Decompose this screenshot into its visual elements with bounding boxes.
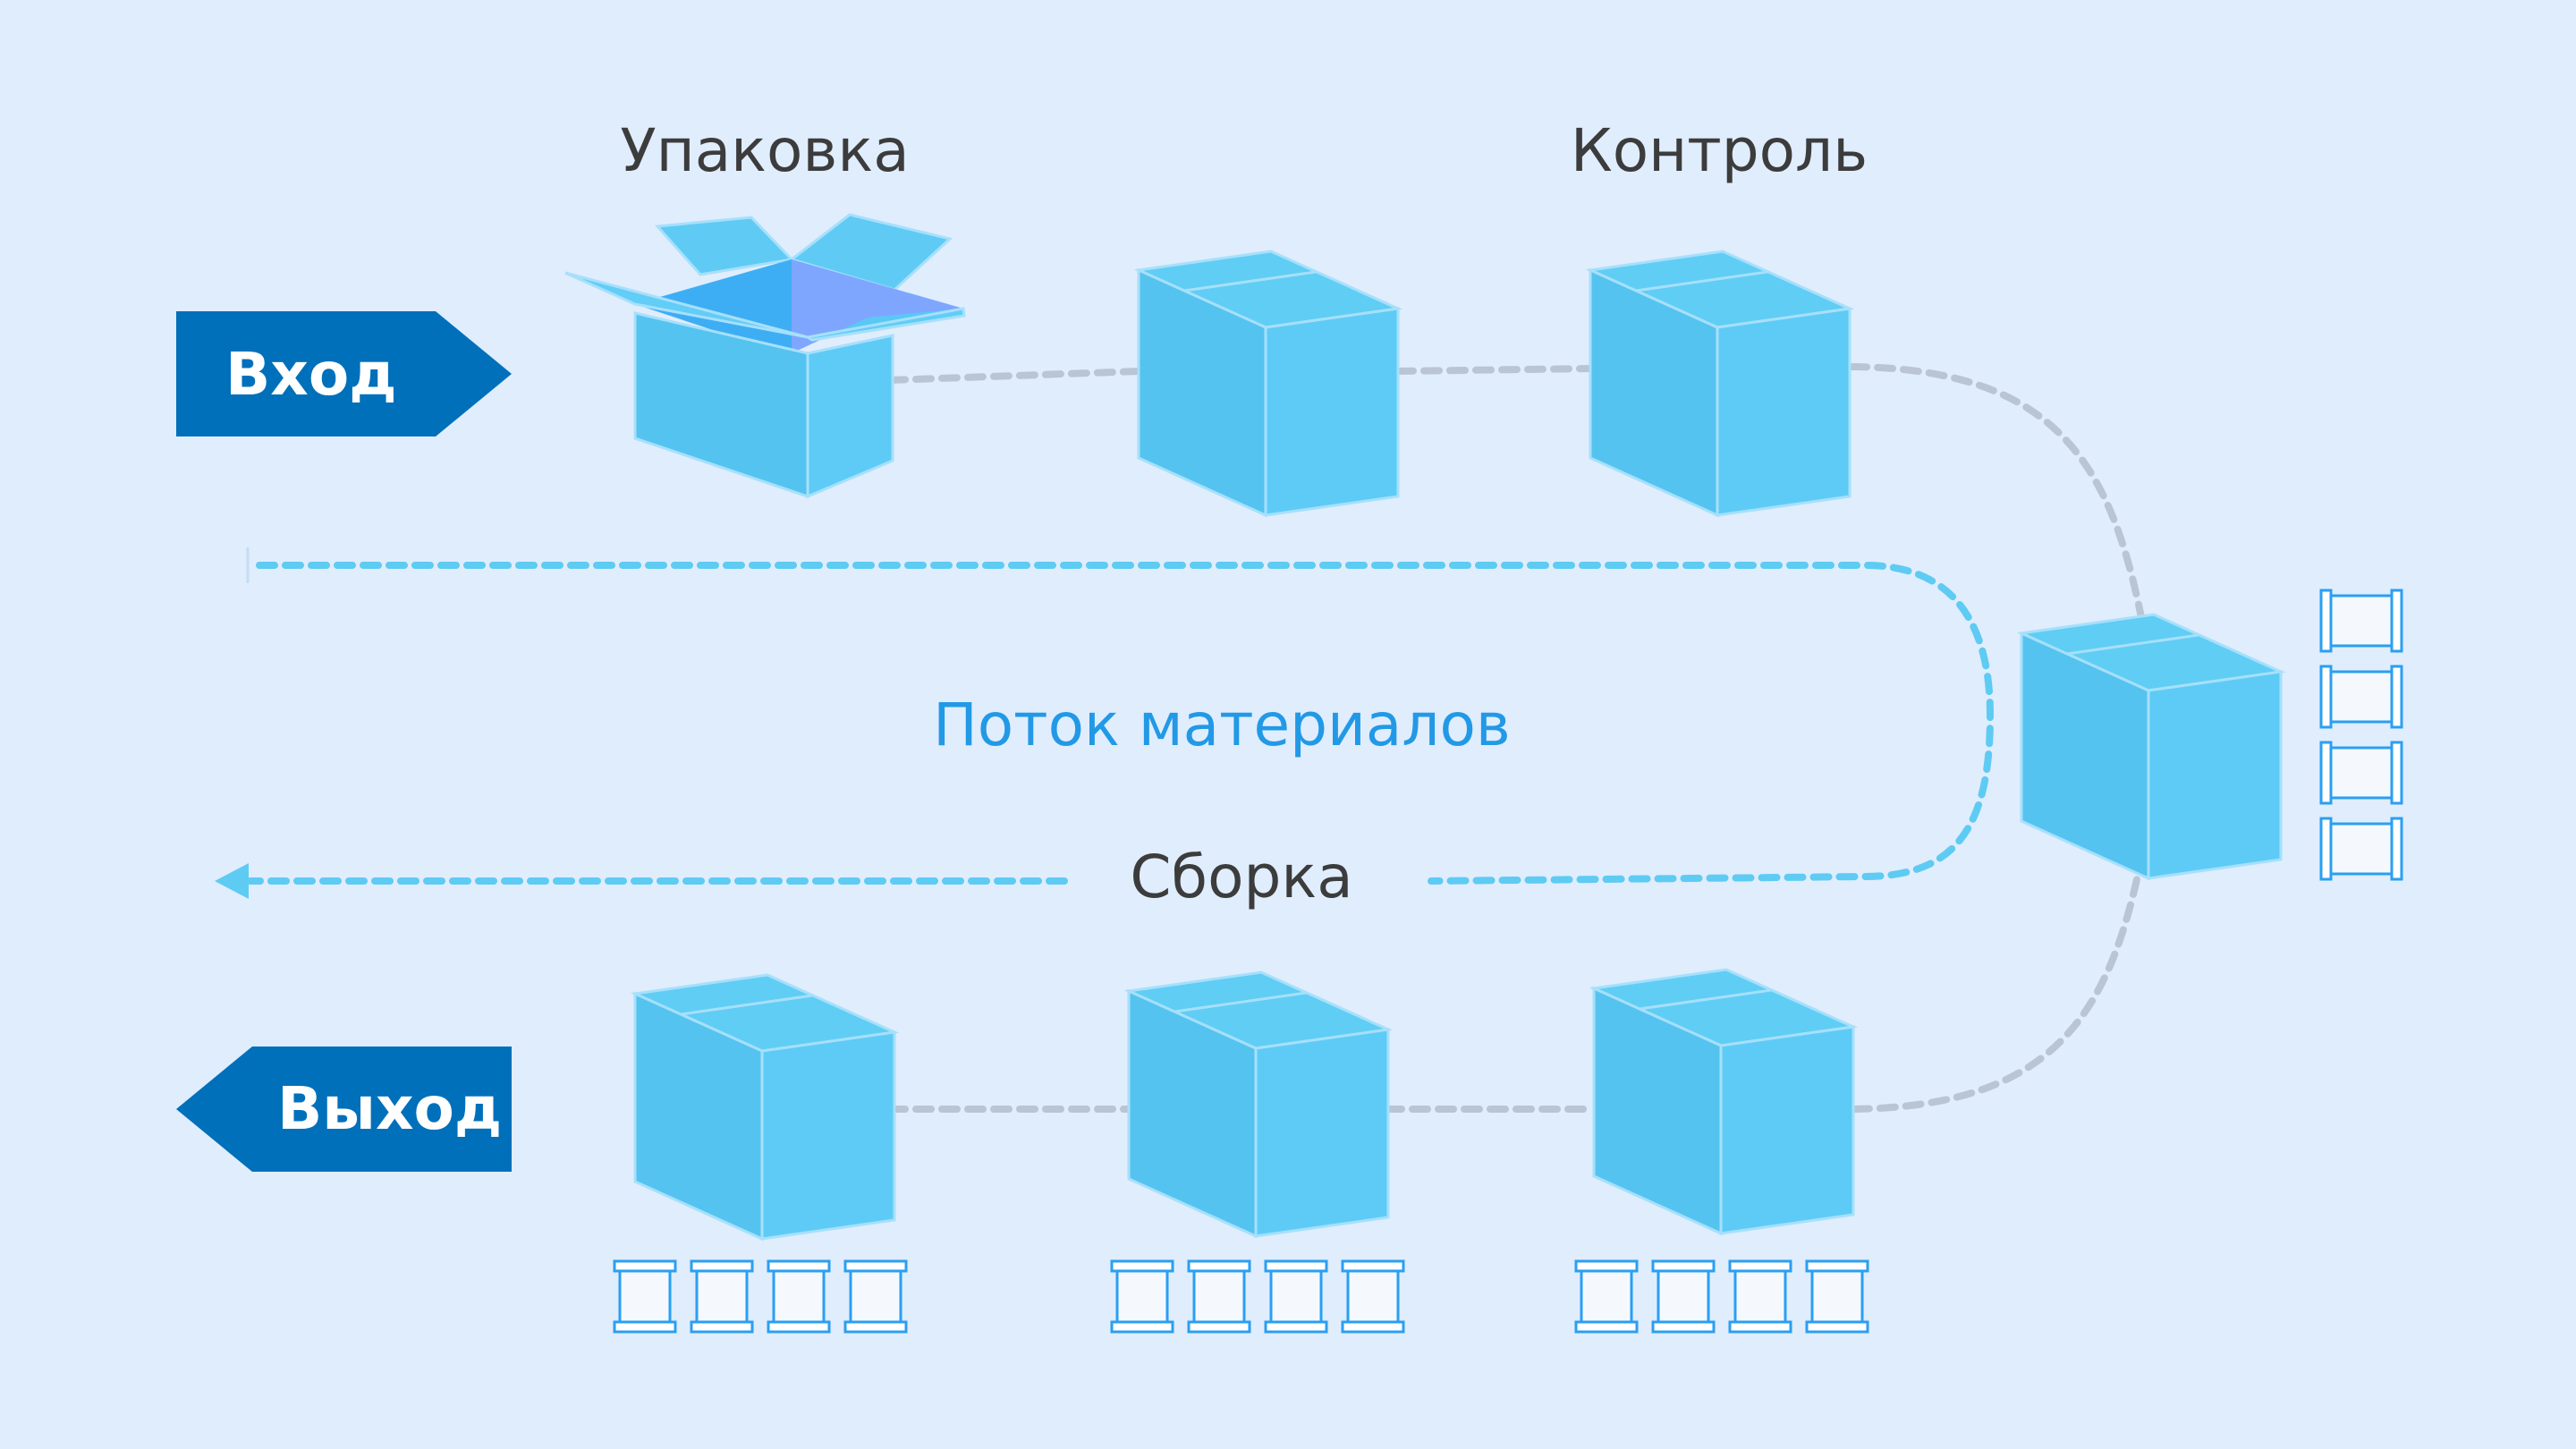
entry-tag <box>176 311 512 436</box>
material-flow-label: Поток материалов <box>933 691 1511 759</box>
pallet-icon <box>767 1259 831 1334</box>
entry-label: Вход <box>225 340 397 409</box>
pallet-icon <box>2319 589 2403 653</box>
pallet-icon <box>613 1259 677 1334</box>
material-flow-line <box>247 562 1995 885</box>
control-label: Контроль <box>1570 116 1868 185</box>
pallet-icon <box>1187 1259 1251 1334</box>
pallet-icon <box>843 1259 908 1334</box>
pallet-icon <box>1264 1259 1328 1334</box>
pallet-icon <box>2319 741 2403 805</box>
conveyor-line <box>886 363 2146 1113</box>
packing-label: Упаковка <box>620 116 910 185</box>
closed-box-icon <box>1137 250 1400 517</box>
closed-box-icon <box>633 973 896 1241</box>
pallet-icon <box>1574 1259 1639 1334</box>
pallet-icon <box>2319 665 2403 729</box>
arrow-left-icon <box>215 863 249 899</box>
closed-box-icon <box>1592 968 1855 1235</box>
pallet-icon <box>1651 1259 1716 1334</box>
pallet-icon <box>1728 1259 1792 1334</box>
closed-box-icon <box>1127 970 1390 1238</box>
pallet-icon <box>1805 1259 1869 1334</box>
assembly-label: Сборка <box>1130 843 1353 911</box>
exit-label: Выход <box>277 1074 503 1143</box>
exit-tag <box>176 1046 512 1172</box>
pallet-icon <box>2319 817 2403 881</box>
pallet-icon <box>1341 1259 1405 1334</box>
closed-box-icon <box>1589 250 1852 517</box>
closed-box-icon <box>2020 613 2283 880</box>
pallet-icon <box>690 1259 754 1334</box>
open-box-icon <box>564 213 966 499</box>
pallet-icon <box>1110 1259 1174 1334</box>
